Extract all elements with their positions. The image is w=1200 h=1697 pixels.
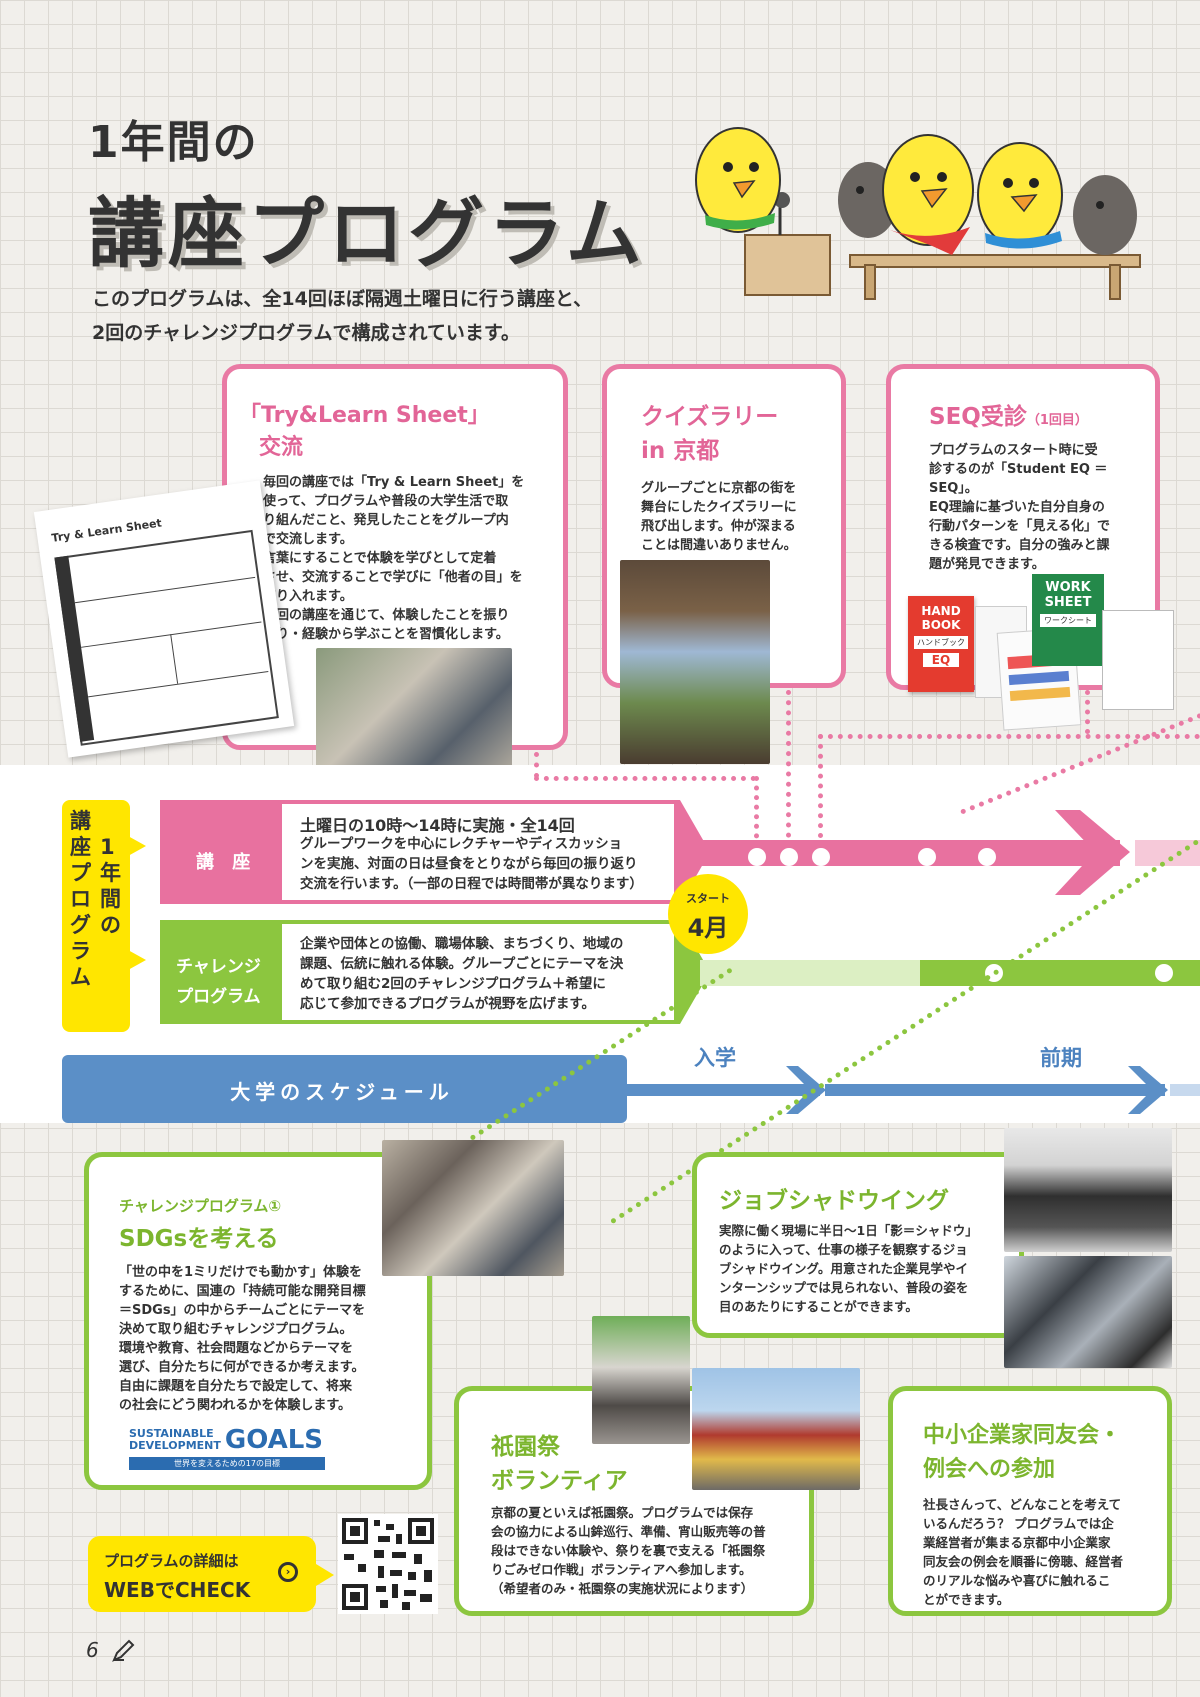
card-sdgs-body: 「世の中を1ミリだけでも動かす」体験を するために、国連の「持続可能な開発目標 …: [119, 1265, 366, 1413]
qr-code[interactable]: [338, 1514, 438, 1614]
card-try-learn-title: 「Try&Learn Sheet」: [239, 403, 490, 428]
univ-schedule-label: 大学のスケジュール: [230, 1080, 454, 1104]
web-check-button[interactable]: プログラムの詳細は WEBでCHECK ›: [88, 1536, 316, 1612]
card-seq-body: プログラムのスタート時に受 診するのが「Student EQ ＝ SEQ」。 E…: [929, 443, 1110, 572]
timeline-dot: [1155, 964, 1173, 982]
gion-photo-2: [692, 1368, 860, 1490]
card-chusho-title2: 例会への参加: [923, 1457, 1056, 1482]
card-try-learn-title2: 交流: [259, 435, 304, 460]
handbook-image: HAND BOOK ハンドブック EQ: [908, 596, 974, 692]
card-job-title: ジョブシャドウイング: [719, 1188, 949, 1214]
card-job-shadowing: ジョブシャドウイング 実際に働く現場に半日〜1日「影＝シャドウ」 のように入って…: [692, 1152, 1024, 1338]
card-sdgs: チャレンジプログラム① SDGsを考える 「世の中を1ミリだけでも動かす」体験を…: [84, 1152, 432, 1490]
card-chusho-body: 社長さんって、どんなことを考えて いるんだろう？ プログラムでは企 業経営者が集…: [923, 1497, 1124, 1607]
card-quiz-body: グループごとに京都の街を 舞台にしたクイズラリーに 飛び出します。仲が深まる こ…: [641, 481, 797, 553]
job-photo-2: [1004, 1256, 1172, 1368]
challenge-label: チャレンジ プログラム: [176, 957, 261, 1007]
card-gion-title: 祇園祭: [491, 1434, 560, 1460]
sdgs-photo: [382, 1140, 564, 1276]
pencil-icon: [112, 1639, 135, 1662]
card-chusho: 中小企業家同友会・ 例会への参加 社長さんって、どんなことを考えて いるんだろう…: [888, 1386, 1172, 1616]
card-try-learn-body: 毎回の講座では「Try & Learn Sheet」を 使って、プログラムや普段…: [263, 475, 525, 642]
worksheet-image: WORK SHEET ワークシート: [1032, 574, 1104, 666]
lecture-photo: [316, 648, 512, 780]
nyugaku-label: 入学: [694, 1046, 736, 1070]
challenge-body: 企業や団体との協働、職場体験、まちづくり、地域の 課題、伝統に触れる体験。グルー…: [300, 936, 624, 1012]
timeline-dot: [985, 964, 1003, 982]
gion-photo-1: [592, 1316, 690, 1444]
sheet-title: Try & Learn Sheet: [50, 516, 163, 545]
timeline-dot: [748, 848, 766, 866]
page-title: 講座プログラム: [88, 189, 646, 278]
card-job-body: 実際に働く現場に半日〜1日「影＝シャドウ」 のように入って、仕事の様子を観察する…: [719, 1223, 978, 1314]
timeline-dot: [978, 848, 996, 866]
side-label-left: 講座プログラム: [70, 809, 91, 989]
side-label: [62, 800, 130, 1032]
card-sdgs-title: SDGsを考える: [119, 1226, 279, 1252]
job-photo-1: [1004, 1128, 1172, 1252]
arrow-right-icon: ›: [278, 1562, 298, 1582]
zenki-label: 前期: [1040, 1046, 1082, 1070]
kouza-headline: 土曜日の10時〜14時に実施・全14回: [300, 816, 575, 835]
card-chusho-title: 中小企業家同友会・: [923, 1423, 1122, 1448]
card-quiz-title2: in 京都: [641, 438, 720, 464]
card-gion-title2: ボランティア: [491, 1468, 628, 1494]
univ-schedule-arrow: [620, 1066, 1200, 1114]
card-gion-body: 京都の夏といえば祇園祭。プログラムでは保存 会の協力による山鉾巡行、準備、宵山販…: [491, 1505, 766, 1596]
sdgs-logo: SUSTAINABLE DEVELOPMENT GOALS 世界を変えるための1…: [129, 1425, 325, 1470]
start-badge: スタート 4月: [668, 874, 748, 954]
mascot-illustration: [695, 127, 1141, 300]
timeline-dot: [780, 848, 798, 866]
page-kicker: 1年間の: [88, 117, 259, 168]
card-quiz-title: クイズラリー: [641, 404, 779, 430]
univ-schedule-bar: [62, 1055, 627, 1123]
page-number: 6: [86, 1638, 99, 1662]
quiz-rally-photo: [620, 560, 770, 764]
seq-report-page3: [1102, 610, 1174, 710]
intro-text: このプログラムは、全14回ほぼ隔週土曜日に行う講座と、 2回のチャレンジプログラ…: [92, 288, 593, 344]
kouza-body: グループワークを中心にレクチャーやディスカッショ ンを実施、対面の日は昼食をとり…: [300, 836, 643, 892]
side-label-right: 1年間の: [100, 835, 121, 937]
card-seq-title: SEQ受診（1回目）: [929, 404, 1088, 430]
timeline-dot: [918, 848, 936, 866]
kouza-label: 講 座: [196, 852, 257, 873]
card-sdgs-kicker: チャレンジプログラム①: [119, 1197, 282, 1215]
timeline-dot: [812, 848, 830, 866]
try-learn-sheet-image: Try & Learn Sheet: [33, 480, 295, 758]
